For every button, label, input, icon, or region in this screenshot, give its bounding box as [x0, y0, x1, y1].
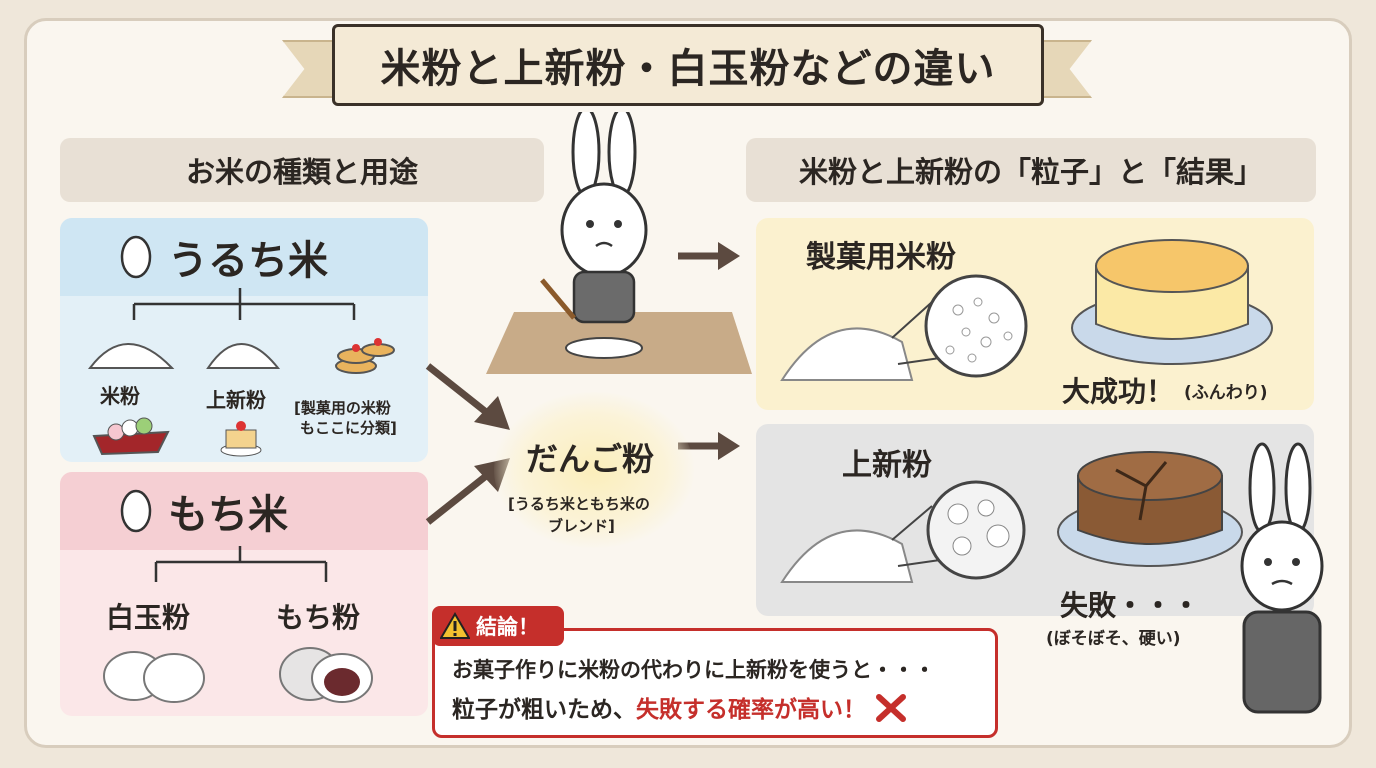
joshinko-pile-icon [206, 343, 281, 369]
good-result-text: 大成功！ [1062, 375, 1175, 408]
good-result-detail: (ふんわり) [1184, 383, 1268, 403]
dango-note-line1: [うるち米ともち米の [508, 495, 650, 513]
uruchi-panel-header: うるち米 [60, 218, 428, 296]
dango-plate-icon [92, 417, 170, 456]
arrow-uruchi-to-dango-icon [425, 363, 510, 430]
conclusion-tag-text: 結論！ [476, 615, 539, 639]
mochi-grain-icon [120, 489, 152, 533]
mochi-item-shiratamako: 白玉粉 [106, 601, 191, 634]
daifuku-icon [279, 647, 373, 703]
uruchi-tree-lines [132, 288, 356, 320]
mochi-tree-lines [154, 546, 328, 582]
right-section-header: 米粉と上新粉の「粒子」と「結果」 [746, 138, 1316, 202]
dango-note-line2: ブレンド] [548, 517, 615, 535]
bad-result-detail: (ぼそぼそ、硬い) [1046, 629, 1181, 649]
conclusion-line2-prefix: 粒子が粗いため、 [452, 697, 636, 723]
bad-result-text: 失敗・・・ [1060, 589, 1201, 622]
fluffy-cake-icon [1071, 239, 1273, 365]
rice-flour-pile-icon [87, 343, 175, 369]
conclusion-line1: お菓子作りに米粉の代わりに上新粉を使うと・・・ [452, 658, 935, 682]
mochi-panel-header: もち米 [60, 472, 428, 550]
warning-icon [440, 612, 470, 639]
conclusion-line2: 粒子が粗いため、 失敗する確率が高い！ [452, 690, 908, 724]
uruchi-title: うるち米 [168, 238, 328, 284]
rice-grain-icon [120, 235, 152, 279]
left-section-header: お米の種類と用途 [60, 138, 544, 202]
uruchi-item-joshinko: 上新粉 [206, 388, 266, 412]
uruchi-note-line2: もここに分類] [300, 419, 397, 437]
uruchi-item-komeko: 米粉 [100, 384, 140, 408]
coarse-flour-magnified-icon [780, 480, 1026, 583]
arrow-to-good-icon [678, 242, 740, 270]
good-result-label: 製菓用米粉 [806, 240, 956, 275]
conclusion-line2-highlight: 失敗する確率が高い！ [636, 697, 866, 723]
uruchi-panel: うるち米 [60, 218, 428, 462]
dango-glow [494, 392, 694, 548]
conclusion-tag: 結論！ [432, 606, 564, 646]
rabbit-cooking-illustration [486, 112, 752, 374]
page-title: 米粉と上新粉・白玉粉などの違い [332, 24, 1044, 106]
pancake-icon [335, 338, 395, 374]
worried-rabbit-illustration [1240, 442, 1324, 714]
dense-cake-icon [1057, 451, 1243, 567]
cake-icon [220, 421, 262, 457]
bad-result-label: 上新粉 [842, 448, 932, 483]
mochi-item-mochiko: もち粉 [276, 601, 361, 634]
dango-title: だんご粉 [526, 440, 655, 478]
fine-flour-magnified-icon [780, 274, 1028, 381]
uruchi-note-line1: [製菓用の米粉 [294, 399, 391, 417]
shiratama-icon [103, 651, 205, 703]
cross-mark-icon [876, 694, 906, 722]
mochi-title: もち米 [168, 492, 288, 538]
